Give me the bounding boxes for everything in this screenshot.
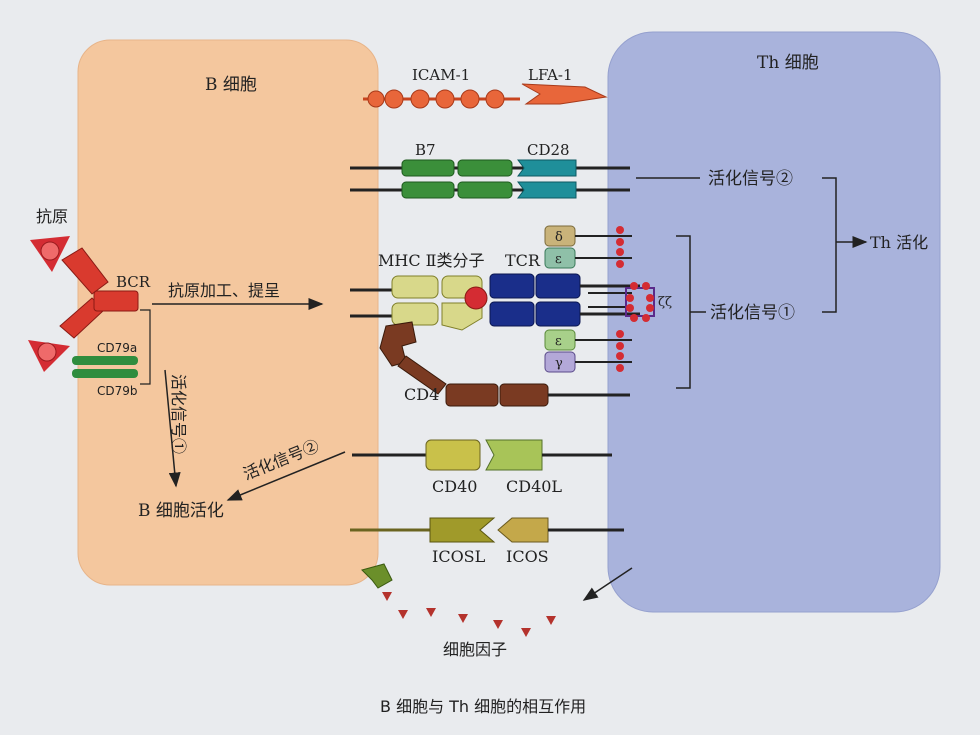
cd79a-label: CD79a — [97, 341, 137, 355]
th-activation-label: Th 活化 — [870, 233, 928, 252]
icosl-label: ICOSL — [432, 547, 486, 566]
cd3-epsilon-bottom: ε — [544, 329, 632, 351]
cd3-delta: δ — [544, 225, 632, 247]
signal2-left-arrow — [226, 451, 346, 501]
cd40-label: CD40 — [432, 477, 477, 496]
cytokine-secretion-arrow — [582, 567, 633, 601]
cytokine-receptor — [361, 563, 393, 589]
zeta-chains: ζζ — [625, 282, 672, 322]
icam-label: ICAM-1 — [412, 66, 470, 84]
svg-text:ε: ε — [555, 334, 562, 349]
antigen-label: 抗原 — [36, 207, 68, 226]
signal1-bracket-right — [822, 242, 837, 313]
signal2-right-label: 活化信号② — [708, 169, 793, 189]
bcr-bracket — [140, 309, 151, 385]
cd3-gamma: γ — [544, 351, 632, 373]
b-cell-body — [77, 39, 379, 586]
cd28-label: CD28 — [527, 141, 570, 159]
th-cell-label: Th 细胞 — [757, 53, 819, 73]
cd79b-label: CD79b — [97, 384, 138, 398]
cd79-molecule — [72, 356, 138, 378]
cd40l-label: CD40L — [506, 477, 562, 496]
cytokine-particles — [382, 592, 556, 637]
signal1-arrow — [164, 369, 181, 488]
cytokine-label: 细胞因子 — [443, 640, 507, 659]
icosl-icos-pair — [350, 517, 624, 543]
signal1-right-label: 活化信号① — [710, 303, 795, 323]
svg-text:ε: ε — [555, 252, 562, 267]
antigen-bottom — [28, 340, 70, 372]
svg-text:δ: δ — [555, 230, 563, 245]
lfa-molecule — [521, 83, 608, 105]
icos-label: ICOS — [506, 547, 549, 566]
svg-text:活化信号①: 活化信号① — [169, 374, 188, 454]
signal1-vertical-label: 活化信号① — [169, 374, 188, 454]
b-activation-label: B 细胞活化 — [138, 501, 224, 521]
mhc-tcr-complex — [350, 273, 640, 331]
cd40-cd40l-pair — [352, 439, 612, 471]
signal2-bracket — [822, 177, 837, 242]
processing-label: 抗原加工、提呈 — [168, 281, 280, 300]
tcr-label: TCR — [505, 251, 541, 270]
svg-text:ζζ: ζζ — [658, 295, 672, 310]
cd3-epsilon-top: ε — [544, 247, 632, 269]
antigen-top — [30, 236, 70, 272]
bcr-molecule — [59, 247, 139, 339]
icam-molecule — [363, 89, 520, 109]
b7-label: B7 — [415, 141, 436, 159]
figure-caption: B 细胞与 Th 细胞的相互作用 — [380, 697, 586, 716]
svg-text:γ: γ — [555, 356, 563, 371]
th-cell-body — [607, 31, 941, 613]
bcr-label: BCR — [116, 273, 151, 291]
b7-cd28-pair — [350, 159, 630, 199]
cd4-molecule — [379, 321, 630, 407]
cd4-label: CD4 — [404, 385, 439, 404]
mhc-label: MHC Ⅱ类分子 — [378, 251, 485, 270]
b-cell-label: B 细胞 — [205, 75, 257, 95]
lfa-label: LFA-1 — [528, 66, 573, 84]
